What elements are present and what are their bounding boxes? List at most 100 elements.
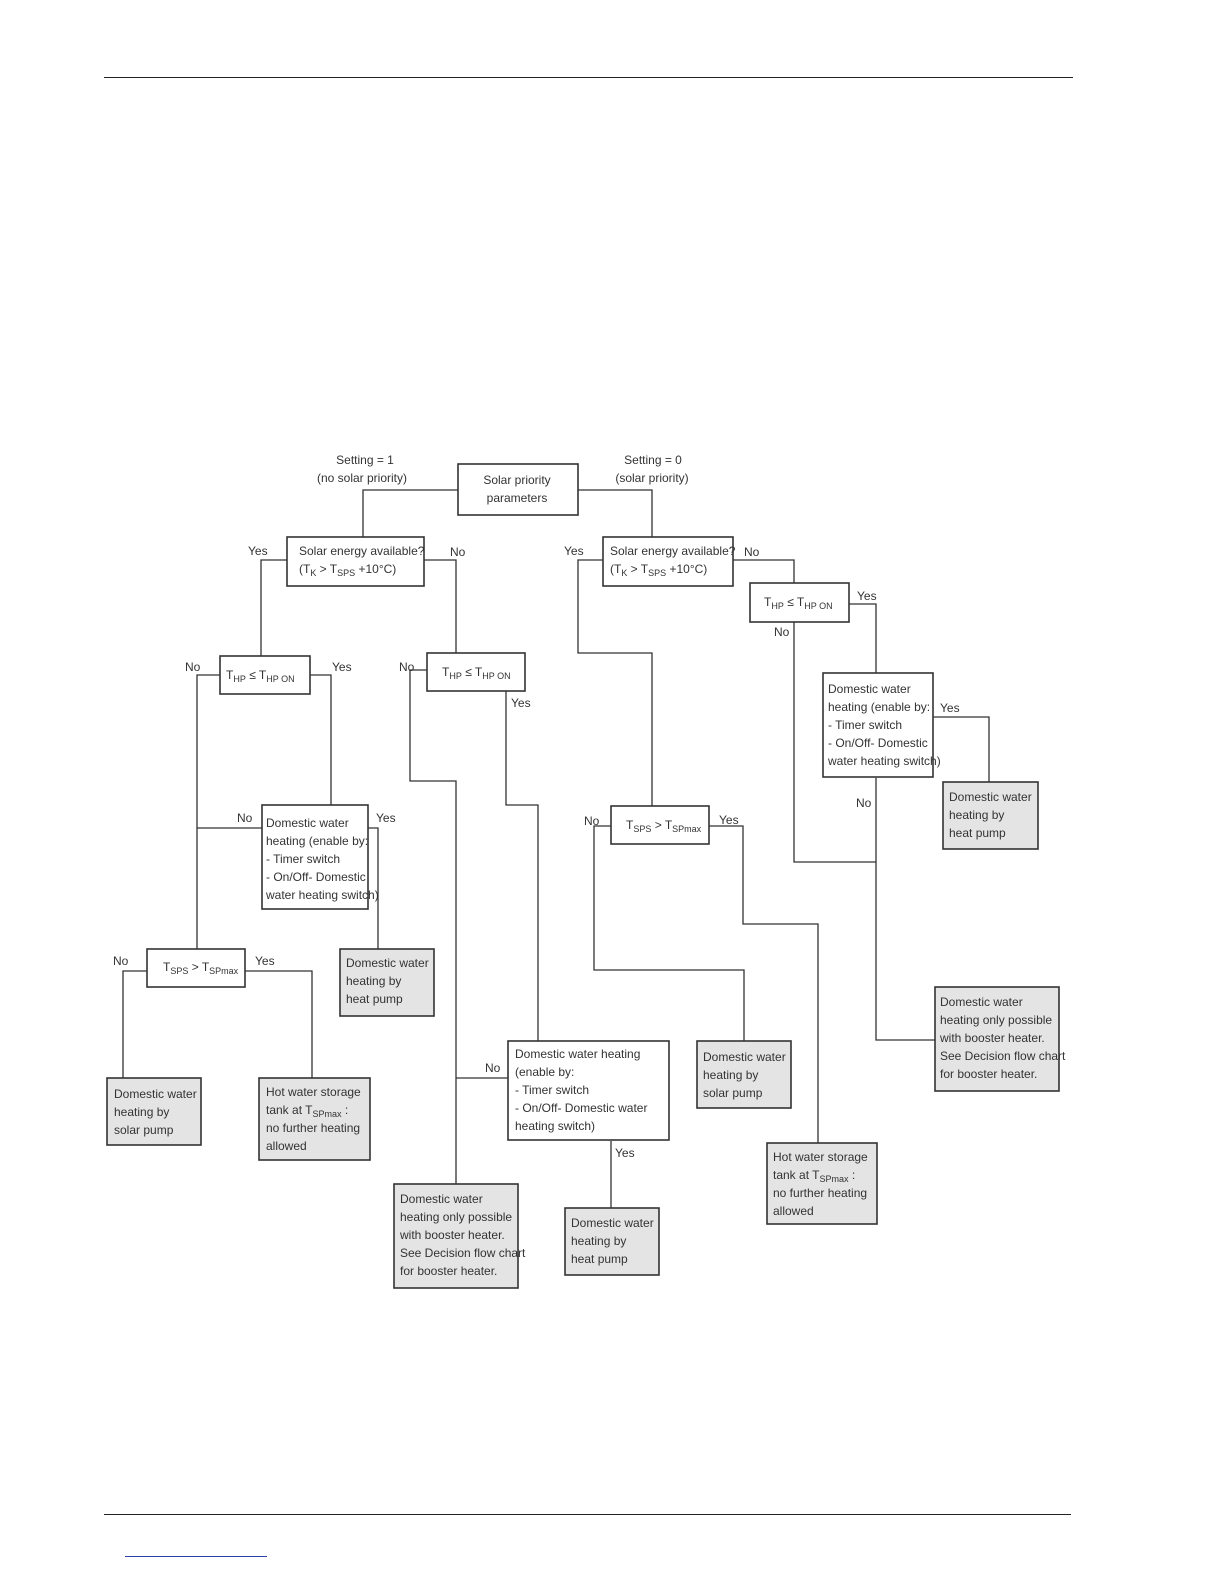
- svg-text:allowed: allowed: [266, 1139, 307, 1153]
- edge-label-no: No: [113, 954, 129, 968]
- solar-available-decision-left: Solar energy available? (TK > TSPS +10°C…: [286, 536, 425, 587]
- svg-text:heating switch): heating switch): [515, 1119, 595, 1133]
- edge-label-no: No: [485, 1061, 501, 1075]
- edge-label-yes: Yes: [511, 696, 531, 710]
- svg-text:Hot water storage: Hot water storage: [773, 1150, 868, 1164]
- svg-text:Domestic water heating: Domestic water heating: [515, 1047, 640, 1061]
- outcome-booster-middle: Domestic water heating only possible wit…: [393, 1183, 526, 1289]
- edge-label-yes: Yes: [615, 1146, 635, 1160]
- svg-text:Domestic water: Domestic water: [571, 1216, 654, 1230]
- outcome-booster-right: Domestic water heating only possible wit…: [934, 986, 1066, 1092]
- svg-text:Domestic water: Domestic water: [940, 995, 1023, 1009]
- setting-1-note: (no solar priority): [317, 471, 407, 485]
- svg-text:water heating switch): water heating switch): [827, 754, 941, 768]
- svg-text:Domestic water: Domestic water: [703, 1050, 786, 1064]
- edge-label-no: No: [584, 814, 600, 828]
- svg-text:(enable by:: (enable by:: [515, 1065, 574, 1079]
- edge-label-yes: Yes: [564, 544, 584, 558]
- branch-label-setting-1: Setting = 1 (no solar priority): [317, 453, 407, 485]
- svg-text:heat pump: heat pump: [949, 826, 1006, 840]
- dhw-enable-decision-left: Domestic water heating (enable by: - Tim…: [261, 804, 379, 910]
- svg-text:allowed: allowed: [773, 1204, 814, 1218]
- setting-0-note: (solar priority): [615, 471, 688, 485]
- footer-link-underline[interactable]: [125, 1556, 267, 1557]
- dhw-enable-decision-right: Domestic water heating (enable by: - Tim…: [822, 672, 941, 778]
- edge-label-yes: Yes: [255, 954, 275, 968]
- svg-text:heat pump: heat pump: [571, 1252, 628, 1266]
- svg-text:solar pump: solar pump: [114, 1123, 174, 1137]
- edge-label-no: No: [399, 660, 415, 674]
- outcome-solar-pump-right: Domestic water heating by solar pump: [696, 1040, 792, 1109]
- bottom-rule: [104, 1514, 1071, 1515]
- svg-text:- Timer switch: - Timer switch: [266, 852, 340, 866]
- edge-label-no: No: [744, 545, 760, 559]
- svg-text:Domestic water: Domestic water: [949, 790, 1032, 804]
- svg-text:with booster heater.: with booster heater.: [939, 1031, 1045, 1045]
- svg-text:See Decision flow chart: See Decision flow chart: [400, 1246, 526, 1260]
- svg-text:no further heating: no further heating: [773, 1186, 867, 1200]
- setting-1-label: Setting = 1: [336, 453, 394, 467]
- svg-text:heating only possible: heating only possible: [940, 1013, 1052, 1027]
- svg-text:Domestic water: Domestic water: [266, 816, 349, 830]
- svg-text:water heating switch): water heating switch): [265, 888, 379, 902]
- dhw-enable-decision-middle: Domestic water heating (enable by: - Tim…: [507, 1040, 670, 1141]
- svg-text:for booster heater.: for booster heater.: [940, 1067, 1037, 1081]
- svg-text:no further heating: no further heating: [266, 1121, 360, 1135]
- svg-text:heating by: heating by: [571, 1234, 626, 1248]
- edge-label-yes: Yes: [940, 701, 960, 715]
- svg-text:- On/Off- Domestic water: - On/Off- Domestic water: [515, 1101, 647, 1115]
- svg-text:heating by: heating by: [346, 974, 401, 988]
- thp-decision-right: THP ≤ THP ON: [749, 582, 850, 623]
- top-rule: [104, 77, 1073, 78]
- edge-labels: Yes No No Yes No Yes No Yes No Yes No Ye…: [113, 544, 960, 1160]
- edge-label-no: No: [185, 660, 201, 674]
- edge-label-no: No: [450, 545, 466, 559]
- svg-text:with booster heater.: with booster heater.: [399, 1228, 505, 1242]
- edge-label-yes: Yes: [719, 813, 739, 827]
- thp-decision-middle: THP ≤ THP ON: [426, 652, 526, 692]
- tsps-decision-left: TSPS > TSPmax: [146, 948, 246, 988]
- svg-text:Solar priority: Solar priority: [483, 473, 550, 487]
- svg-text:heating (enable by:: heating (enable by:: [266, 834, 368, 848]
- setting-0-label: Setting = 0: [624, 453, 682, 467]
- svg-text:TSPS > TSPmax: TSPS > TSPmax: [626, 818, 702, 834]
- edge-label-yes: Yes: [376, 811, 396, 825]
- svg-text:Domestic water: Domestic water: [828, 682, 911, 696]
- edge-label-yes: Yes: [332, 660, 352, 674]
- svg-text:tank at TSPmax :: tank at TSPmax :: [773, 1168, 855, 1184]
- tsps-decision-right: TSPS > TSPmax: [610, 805, 710, 845]
- edge-label-yes: Yes: [857, 589, 877, 603]
- svg-text:- On/Off- Domestic: - On/Off- Domestic: [828, 736, 928, 750]
- svg-text:- Timer switch: - Timer switch: [515, 1083, 589, 1097]
- svg-text:heating by: heating by: [949, 808, 1004, 822]
- svg-text:Hot water storage: Hot water storage: [266, 1085, 361, 1099]
- svg-text:heating (enable by:: heating (enable by:: [828, 700, 930, 714]
- svg-text:Domestic water: Domestic water: [346, 956, 429, 970]
- svg-text:THP ≤ THP ON: THP ≤ THP ON: [442, 665, 511, 681]
- svg-text:parameters: parameters: [487, 491, 548, 505]
- svg-text:heating by: heating by: [114, 1105, 169, 1119]
- branch-label-setting-0: Setting = 0 (solar priority): [615, 453, 688, 485]
- solar-available-decision-right: Solar energy available? (TK > TSPS +10°C…: [602, 536, 736, 587]
- svg-text:tank at TSPmax :: tank at TSPmax :: [266, 1103, 348, 1119]
- svg-text:Domestic water: Domestic water: [114, 1087, 197, 1101]
- edge-label-no: No: [856, 796, 872, 810]
- svg-text:See Decision flow chart: See Decision flow chart: [940, 1049, 1066, 1063]
- edge-label-no: No: [774, 625, 790, 639]
- outcome-heat-pump-middle: Domestic water heating by heat pump: [564, 1207, 660, 1276]
- svg-text:Solar energy available?: Solar energy available?: [299, 544, 425, 558]
- outcome-heat-pump-left: Domestic water heating by heat pump: [339, 948, 435, 1017]
- connector-lines: [122, 489, 990, 1208]
- svg-text:- On/Off- Domestic: - On/Off- Domestic: [266, 870, 366, 884]
- svg-text:TSPS > TSPmax: TSPS > TSPmax: [163, 960, 239, 976]
- svg-text:Domestic water: Domestic water: [400, 1192, 483, 1206]
- outcome-heat-pump-right: Domestic water heating by heat pump: [942, 781, 1039, 850]
- svg-text:for booster heater.: for booster heater.: [400, 1264, 497, 1278]
- thp-decision-left: THP ≤ THP ON: [219, 655, 311, 695]
- svg-text:Solar energy available?: Solar energy available?: [610, 544, 736, 558]
- svg-text:(TK > TSPS +10°C): (TK > TSPS +10°C): [299, 562, 396, 578]
- solar-priority-node: Solar priority parameters: [457, 463, 579, 516]
- svg-text:heat pump: heat pump: [346, 992, 403, 1006]
- outcome-storage-full-right: Hot water storage tank at TSPmax : no fu…: [766, 1142, 878, 1225]
